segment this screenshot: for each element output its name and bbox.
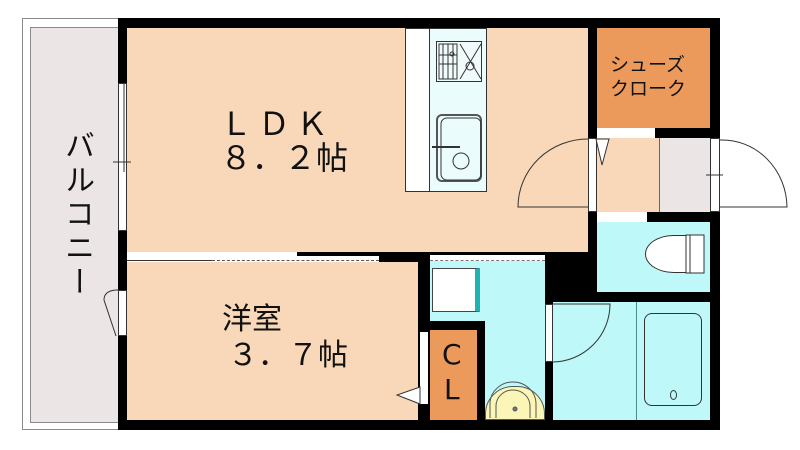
- wall-kitchen-washroom: [418, 252, 588, 255]
- wall-closet-right: [477, 321, 485, 430]
- room-western: [127, 262, 418, 420]
- wall-top: [118, 18, 720, 28]
- shoe-closet-label-2: クローク: [610, 78, 687, 100]
- wall-closet-top: [418, 321, 485, 330]
- closet-label-c: C: [442, 338, 462, 371]
- wall-core-block: [545, 255, 597, 302]
- shower-area-divider: [636, 302, 637, 420]
- wall-ldk-bottom-right: [379, 252, 430, 262]
- bathtub-drain-icon: [670, 390, 677, 400]
- washing-machine-icon: [432, 268, 480, 312]
- room-bathroom: [553, 302, 710, 420]
- kitchen-back-strip: [405, 28, 430, 192]
- sliding-door-dashed: [212, 256, 379, 261]
- ldk-entrance-door-frame: [588, 138, 597, 212]
- closet-label-l: L: [444, 373, 460, 406]
- wall-right: [710, 18, 720, 138]
- room-ldk: [127, 28, 588, 252]
- shoe-closet-label-1: シューズ: [610, 54, 686, 76]
- wall-toilet-bottom: [545, 292, 720, 302]
- ldk-label: ＬＤＫ: [220, 105, 335, 143]
- room-closet: [430, 330, 477, 420]
- bathroom-door-frame: [545, 304, 553, 362]
- washbasin-icon: [485, 386, 545, 420]
- ldk-window: [118, 83, 127, 231]
- wall-right-lower: [710, 212, 720, 430]
- entrance-floor: [660, 138, 710, 212]
- shoe-closet-opening: [597, 128, 655, 138]
- stove-icon: [436, 41, 482, 82]
- closet-door-frame: [420, 332, 428, 404]
- wall-entrance-bottom-left: [588, 212, 597, 222]
- wall-toilet-top: [647, 212, 720, 222]
- toilet-door-opening: [597, 212, 647, 222]
- entrance-hall: [597, 138, 660, 212]
- ldk-size: ８．２帖: [220, 139, 349, 177]
- wall-ldk-right: [588, 18, 597, 138]
- balcony-label: バルコニー: [59, 130, 94, 300]
- washroom-door-track: [430, 255, 545, 261]
- wall-shoe-closet-bottom: [655, 128, 720, 138]
- western-room-window: [118, 290, 127, 336]
- balcony: [30, 27, 119, 423]
- western-room-label: 洋室: [222, 302, 282, 337]
- bathtub-icon: [644, 313, 702, 406]
- western-room-size: ３．７帖: [228, 338, 348, 373]
- wall-ldk-bottom: [297, 252, 419, 256]
- room-shoe-closet: [597, 28, 710, 128]
